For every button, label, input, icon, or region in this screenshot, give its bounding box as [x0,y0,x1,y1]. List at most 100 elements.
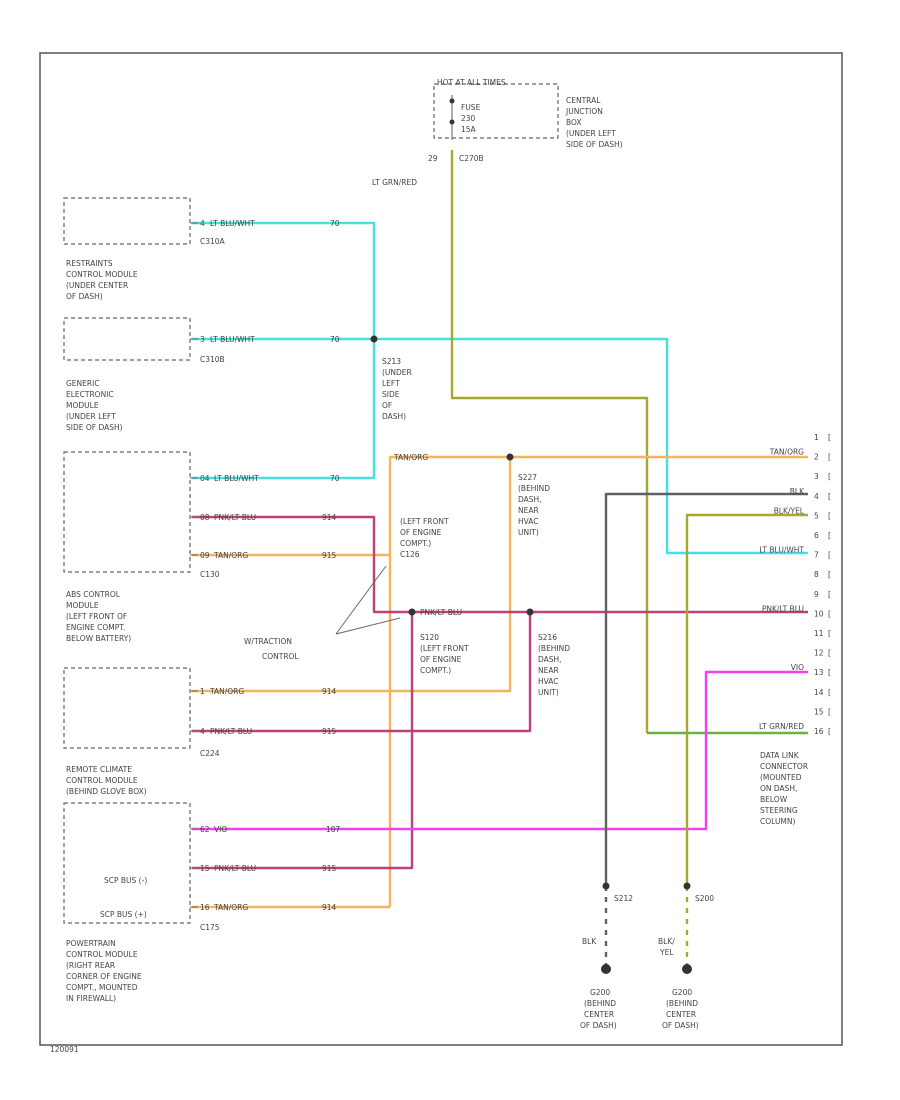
g200a-l1: G200 [590,988,610,997]
dlc-wire-label-5: BLK/YEL [774,506,805,515]
dlc-pin-bracket: [ [828,629,831,638]
central-junction-box: HOT AT ALL TIMES FUSE 230 15A CENTRAL JU… [372,78,623,187]
dlc-pin-bracket: [ [828,511,831,520]
abs-label-1: ABS CONTROL [66,590,121,599]
junction-box-outline [433,83,559,139]
dlc-pin-bracket: [ [828,531,831,540]
generic-electronic-module: GENERIC ELECTRONIC MODULE (UNDER LEFT SI… [63,379,340,579]
pcm-label-4: CORNER OF ENGINE [66,972,142,981]
wire-tan-org-s227-abs [192,457,512,693]
pcm-pin-1: 62 [200,825,210,834]
s213-l3: LEFT [382,379,400,388]
c126-l4: C126 [400,550,420,559]
fuse-terminal-bottom [449,119,455,125]
dlc-pin-bracket: [ [828,551,831,560]
wire-lt-grn-red-fuse [450,150,649,733]
restraints-connector-1: C310A [200,237,226,246]
abs-connector: C224 [200,749,220,758]
dlc-pin-8: 8 [814,570,819,579]
abs-label-4: ENGINE COMPT. [66,623,125,632]
dlc-wire-label-4: BLK [790,487,805,496]
pcm-scp-minus: SCP BUS (-) [104,876,147,885]
dlc-pin-bracket: [ [828,688,831,697]
dlc-pin-bracket: [ [828,472,831,481]
dlc-pin-12: 12 [814,649,824,658]
gem-box [63,451,191,573]
traction-label-2: CONTROL [262,652,299,661]
remote-climate-label: REMOTE CLIMATE CONTROL MODULE (BEHIND GL… [66,765,147,796]
abs-circuit-1: 914 [322,687,337,696]
dlc-label-4: ON DASH, [760,784,797,793]
pcm-label-3: (RIGHT REAR [66,961,115,970]
pcm-box [63,802,191,924]
dlc-pin-bracket: [ [828,492,831,501]
g200a-l2: (BEHIND [584,999,616,1008]
ground-g200-left [601,964,611,974]
wire-pnk-lt-blu-gem [192,515,808,614]
c126-l3: COMPT.) [400,539,431,548]
pcm-label-1: POWERTRAIN [66,939,116,948]
wire-lt-blu-wht-restraints-1 [192,221,376,339]
splice-s213 [370,335,378,343]
cjb-label-5: SIDE OF DASH) [566,140,623,149]
splice-s212 [602,882,610,890]
gem-label-4: (UNDER LEFT [66,412,116,421]
dlc-pin-bracket: [ [828,649,831,658]
abs-wire-1: TAN/ORG [209,687,244,696]
restraints-label-4: OF DASH) [66,292,103,301]
dlc-pin-bracket: [ [828,590,831,599]
diagram-id: 120091 [50,1045,79,1054]
diagram-frame [39,52,843,1046]
gem-pin-1: 04 [200,474,210,483]
dlc-pin-bracket: [ [828,668,831,677]
dlc-wire-label-13: VIO [791,663,804,672]
s216-l4: NEAR [538,666,559,675]
s213-label: S213 (UNDER LEFT SIDE OF DASH) [382,357,412,421]
gem-pin-2: 08 [200,513,210,522]
restraints-pin-2: 3 [200,335,205,344]
s200-wire-1: BLK/ [658,937,675,946]
dlc-pin-bracket: [ [828,453,831,462]
splice-s200 [683,882,691,890]
fuse-label: FUSE [461,103,481,112]
ground-s212-g200: S212 BLK G200 (BEHIND CENTER OF DASH) [580,894,633,1030]
s200-wire-2: YEL [659,948,674,957]
s227-l4: NEAR [518,506,539,515]
pcm-circuit-1: 107 [326,825,341,834]
g200b-l4: OF DASH) [662,1021,699,1030]
powertrain-control-module: 62 VIO 107 15 PNK/LT BLU 915 16 TAN/ORG … [63,802,341,1003]
s227-l3: DASH, [518,495,542,504]
wire-blk-dlc [604,492,808,886]
pcm-wire-3: TAN/ORG [213,903,248,912]
s227-l5: HVAC [518,517,539,526]
cjb-label-4: (UNDER LEFT [566,129,616,138]
s227-label: S227 (BEHIND DASH, NEAR HVAC UNIT) [518,473,550,537]
fuse-number: 230 [461,114,476,123]
abs-wire-2: PNK/LT BLU [210,727,252,736]
gem-wire-2: PNK/LT BLU [214,513,256,522]
gem-label-1: GENERIC [66,379,100,388]
restraints-label-1: RESTRAINTS [66,259,113,268]
gem-label-2: ELECTRONIC [66,390,114,399]
restraints-circuit-1: 70 [330,219,340,228]
restraints-label-3: (UNDER CENTER [66,281,128,290]
s120-l2: (LEFT FRONT [420,644,469,653]
s216-l3: DASH, [538,655,562,664]
dlc-pin-9: 9 [814,590,819,599]
dlc-pin-5: 5 [814,511,819,520]
gem-pin-3: 09 [200,551,210,560]
dlc-pin-bracket: [ [828,609,831,618]
rcm-label-3: (BEHIND GLOVE BOX) [66,787,147,796]
s216-label: S216 (BEHIND DASH, NEAR HVAC UNIT) [538,633,570,697]
dlc-pin-1: 1 [814,433,819,442]
s216-l6: UNIT) [538,688,559,697]
dlc-pin-bracket: [ [828,727,831,736]
splice-s227 [506,453,514,461]
c126-l1: (LEFT FRONT [400,517,449,526]
s227-l6: UNIT) [518,528,539,537]
rcm-label-2: CONTROL MODULE [66,776,138,785]
restraints-label-2: CONTROL MODULE [66,270,138,279]
abs-control-module: ABS CONTROL MODULE (LEFT FRONT OF ENGINE… [63,590,337,758]
gem-circuit-3: 915 [322,551,337,560]
wire-pnk-lt-blu-s216-abs [192,612,532,733]
